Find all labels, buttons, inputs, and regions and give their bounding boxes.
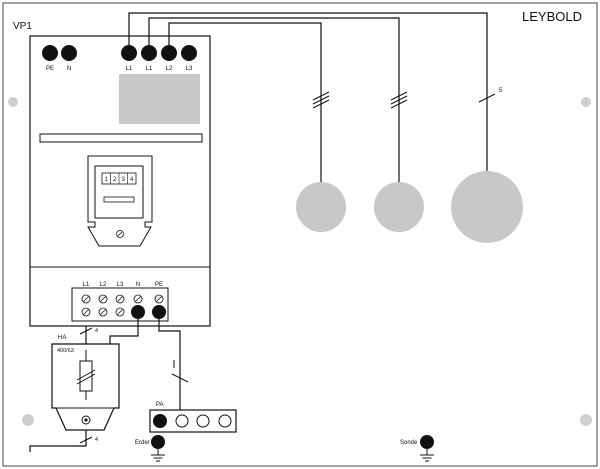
main-switch-rating: 400/63 (57, 348, 74, 354)
supply-line-out (29, 430, 87, 452)
erder-ground-icon (151, 449, 165, 462)
pa-terminal-2[interactable] (175, 414, 189, 428)
panel-id-label: VP1 (13, 21, 32, 32)
terminal-l1b[interactable] (141, 45, 157, 61)
main-switch-tag: HA (58, 335, 66, 341)
motor-2-conductor-ticks (390, 91, 408, 109)
terminal-l1a-label: L1 (126, 66, 133, 72)
motor-3-conductor-tick (478, 93, 496, 103)
mounting-hole-right-top (581, 97, 591, 107)
terminal-l3-label: L3 (186, 66, 193, 72)
terminal-pe-socket[interactable] (152, 305, 166, 319)
terminal-l3[interactable] (181, 45, 197, 61)
ha-input-tick (79, 327, 93, 335)
equipotential-bar-pa (149, 409, 237, 433)
motor-1-conductor-ticks (312, 91, 330, 109)
motor-load-1[interactable] (296, 182, 346, 232)
terminal-l2[interactable] (161, 45, 177, 61)
terminal-pe-label: PE (46, 66, 54, 72)
terminal-n-label: N (67, 66, 71, 72)
meter-digit-1: 1 (105, 177, 109, 183)
mounting-hole-right-bottom (580, 414, 592, 426)
erder-label: Erder (135, 440, 150, 446)
fuse-symbol (79, 360, 93, 392)
mounting-hole-left-bottom (22, 414, 34, 426)
block-label-pe: PE (155, 282, 163, 288)
pa-terminal-1[interactable] (153, 414, 167, 428)
brand-label: LEYBOLD (522, 9, 582, 24)
block-label-l1: L1 (83, 282, 90, 288)
motor-load-3[interactable] (451, 171, 523, 243)
terminal-screws-top (81, 294, 164, 304)
terminal-screws-bottom (81, 307, 125, 317)
sonde-ground-icon (420, 449, 434, 462)
motor-load-2[interactable] (374, 182, 424, 232)
block-label-l3: L3 (117, 282, 124, 288)
pa-terminal-3[interactable] (196, 414, 210, 428)
mounting-hole-left-top (8, 97, 18, 107)
erder-terminal[interactable] (151, 435, 165, 449)
sonde-terminal[interactable] (420, 435, 434, 449)
block-label-l2: L2 (100, 282, 107, 288)
terminal-pe[interactable] (42, 45, 58, 61)
sonde-label: Sonde (400, 440, 418, 446)
motor-3-conductor-count: 5 (499, 88, 503, 94)
meter-digit-3: 3 (122, 177, 126, 183)
gray-module-panel (119, 74, 200, 124)
meter-rating-plate (103, 196, 135, 203)
pe-line-to-pa (158, 319, 181, 410)
meter-digit-4: 4 (130, 177, 134, 183)
ha-input-conductor-count: 4 (95, 328, 98, 334)
pa-tag: PA (156, 402, 164, 408)
terminal-l1b-label: L1 (146, 66, 153, 72)
terminal-n-socket[interactable] (131, 305, 145, 319)
din-rail (39, 133, 203, 143)
pa-conductor-tick (171, 373, 189, 383)
ha-output-conductor-count: 4 (95, 437, 98, 443)
terminal-l1a[interactable] (121, 45, 137, 61)
meter-digit-2: 2 (113, 177, 117, 183)
ha-output-tick (79, 436, 93, 444)
terminal-l2-label: L2 (166, 66, 173, 72)
pa-terminal-4[interactable] (218, 414, 232, 428)
block-label-n: N (136, 282, 140, 288)
n-line-to-ha (109, 319, 139, 344)
terminal-n[interactable] (61, 45, 77, 61)
